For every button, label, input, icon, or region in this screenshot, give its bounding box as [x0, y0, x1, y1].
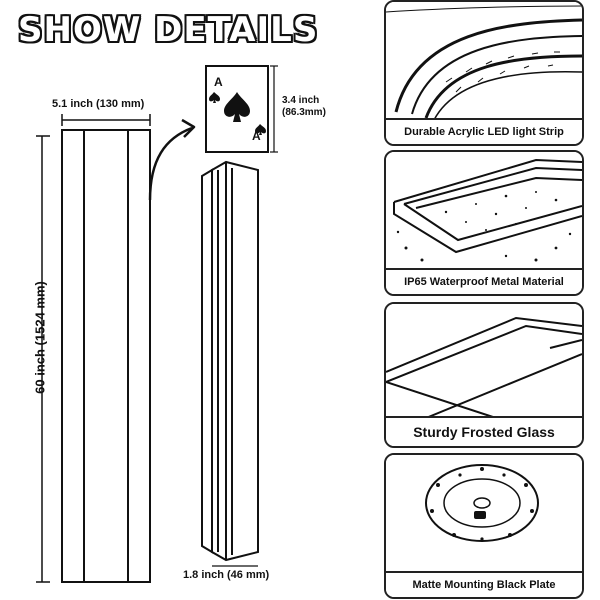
feature-label: Matte Mounting Black Plate — [386, 571, 582, 597]
height-dimension-line — [36, 135, 50, 583]
card-size-line-2: (86.3mm) — [282, 107, 326, 118]
height-label: 60 inch (1524 mm) — [32, 281, 48, 394]
arrow-icon — [148, 118, 196, 201]
led-strip-closeup-icon — [386, 2, 582, 120]
card-dimension-line — [270, 65, 278, 153]
card-size-label: 3.4 inch (86.3mm) — [282, 95, 326, 119]
playing-card-icon: A A — [205, 65, 269, 153]
svg-text:A: A — [214, 75, 223, 89]
width-dimension-line — [61, 114, 151, 126]
depth-label: 1.8 inch (46 mm) — [183, 569, 270, 581]
side-view — [201, 160, 259, 562]
feature-panel-led-strip: Durable Acrylic LED light Strip — [384, 0, 584, 146]
mounting-plate-closeup-icon — [386, 455, 582, 573]
product-drawing: A A — [36, 65, 278, 583]
svg-text:A: A — [252, 129, 261, 143]
metal-frame-closeup-icon — [386, 152, 582, 270]
feature-panel-metal-material: IP65 Waterproof Metal Material — [384, 150, 584, 296]
feature-label: IP65 Waterproof Metal Material — [386, 268, 582, 294]
feature-panel-frosted-glass: Sturdy Frosted Glass — [384, 302, 584, 448]
card-size-line-1: 3.4 inch — [282, 95, 320, 106]
feature-label: Sturdy Frosted Glass — [386, 416, 582, 446]
width-label: 5.1 inch (130 mm) — [52, 98, 145, 110]
page-title: SHOW DETAILS — [18, 10, 319, 50]
feature-label: Durable Acrylic LED light Strip — [386, 118, 582, 144]
feature-panel-mounting-plate: Matte Mounting Black Plate — [384, 453, 584, 599]
front-view — [61, 129, 151, 583]
frosted-glass-closeup-icon — [386, 304, 582, 418]
